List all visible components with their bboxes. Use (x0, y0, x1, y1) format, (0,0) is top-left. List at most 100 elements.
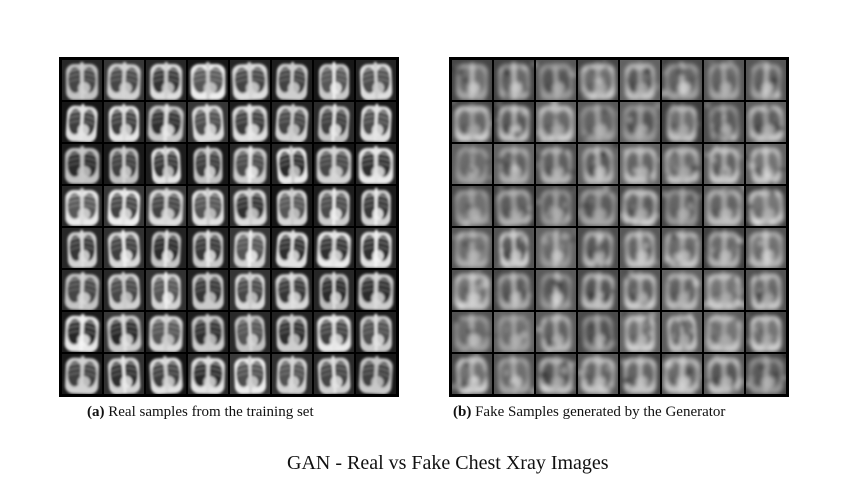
fake-xray-tile (704, 186, 744, 226)
fake-xray-tile (704, 102, 744, 142)
real-samples-grid (62, 60, 396, 394)
fake-xray-tile (452, 144, 492, 184)
real-xray-tile (104, 60, 144, 100)
real-xray-tile (314, 144, 354, 184)
real-xray-tile (314, 228, 354, 268)
fake-xray-tile (578, 186, 618, 226)
real-xray-tile (272, 144, 312, 184)
real-xray-tile (314, 312, 354, 352)
fake-xray-tile (452, 186, 492, 226)
real-xray-tile (314, 270, 354, 310)
fake-xray-tile (536, 270, 576, 310)
fake-xray-tile (452, 102, 492, 142)
fake-xray-tile (578, 228, 618, 268)
fake-xray-tile (704, 228, 744, 268)
caption-fake-text: Fake Samples generated by the Generator (475, 404, 726, 420)
fake-xray-tile (704, 144, 744, 184)
fake-samples-panel (449, 57, 789, 397)
fake-xray-tile (620, 186, 660, 226)
fake-xray-tile (746, 102, 786, 142)
real-xray-tile (272, 270, 312, 310)
real-xray-tile (272, 102, 312, 142)
real-xray-tile (314, 102, 354, 142)
fake-xray-tile (746, 60, 786, 100)
fake-xray-tile (746, 354, 786, 394)
fake-xray-tile (536, 144, 576, 184)
real-xray-tile (62, 60, 102, 100)
real-xray-tile (104, 228, 144, 268)
fake-xray-tile (536, 60, 576, 100)
caption-fake: (b) Fake Samples generated by the Genera… (453, 404, 725, 421)
fake-xray-tile (536, 102, 576, 142)
fake-xray-tile (494, 144, 534, 184)
fake-xray-tile (704, 270, 744, 310)
fake-xray-tile (662, 102, 702, 142)
real-samples-panel (59, 57, 399, 397)
real-xray-tile (188, 354, 228, 394)
fake-xray-tile (578, 60, 618, 100)
fake-xray-tile (536, 354, 576, 394)
real-xray-tile (230, 60, 270, 100)
figure-title: GAN - Real vs Fake Chest Xray Images (287, 452, 609, 474)
real-xray-tile (62, 312, 102, 352)
real-xray-tile (230, 144, 270, 184)
real-xray-tile (230, 228, 270, 268)
real-xray-tile (62, 270, 102, 310)
fake-xray-tile (746, 270, 786, 310)
real-xray-tile (188, 144, 228, 184)
real-xray-tile (104, 270, 144, 310)
fake-xray-tile (746, 144, 786, 184)
real-xray-tile (356, 144, 396, 184)
fake-xray-tile (662, 354, 702, 394)
fake-xray-tile (578, 354, 618, 394)
fake-xray-tile (620, 102, 660, 142)
real-xray-tile (272, 312, 312, 352)
real-xray-tile (146, 270, 186, 310)
real-xray-tile (356, 102, 396, 142)
real-xray-tile (104, 144, 144, 184)
real-xray-tile (230, 186, 270, 226)
fake-xray-tile (494, 312, 534, 352)
real-xray-tile (104, 102, 144, 142)
real-xray-tile (104, 354, 144, 394)
fake-xray-tile (746, 228, 786, 268)
fake-xray-tile (662, 312, 702, 352)
real-xray-tile (146, 60, 186, 100)
caption-real: (a) Real samples from the training set (87, 404, 314, 421)
real-xray-tile (62, 186, 102, 226)
real-xray-tile (230, 354, 270, 394)
fake-xray-tile (494, 270, 534, 310)
fake-xray-tile (746, 186, 786, 226)
real-xray-tile (230, 270, 270, 310)
fake-xray-tile (578, 270, 618, 310)
fake-xray-tile (452, 312, 492, 352)
fake-xray-tile (662, 60, 702, 100)
fake-xray-tile (536, 228, 576, 268)
fake-xray-tile (746, 312, 786, 352)
real-xray-tile (104, 186, 144, 226)
fake-xray-tile (704, 312, 744, 352)
real-xray-tile (356, 354, 396, 394)
real-xray-tile (230, 102, 270, 142)
real-xray-tile (62, 354, 102, 394)
fake-xray-tile (620, 270, 660, 310)
fake-xray-tile (662, 270, 702, 310)
real-xray-tile (146, 102, 186, 142)
real-xray-tile (188, 102, 228, 142)
fake-xray-tile (704, 354, 744, 394)
fake-xray-tile (578, 312, 618, 352)
fake-xray-tile (704, 60, 744, 100)
fake-samples-grid (452, 60, 786, 394)
real-xray-tile (188, 270, 228, 310)
fake-xray-tile (620, 228, 660, 268)
fake-xray-tile (662, 186, 702, 226)
fake-xray-tile (578, 102, 618, 142)
fake-xray-tile (662, 228, 702, 268)
real-xray-tile (356, 60, 396, 100)
real-xray-tile (188, 312, 228, 352)
fake-xray-tile (536, 186, 576, 226)
fake-xray-tile (494, 102, 534, 142)
real-xray-tile (62, 102, 102, 142)
fake-xray-tile (494, 186, 534, 226)
real-xray-tile (314, 186, 354, 226)
